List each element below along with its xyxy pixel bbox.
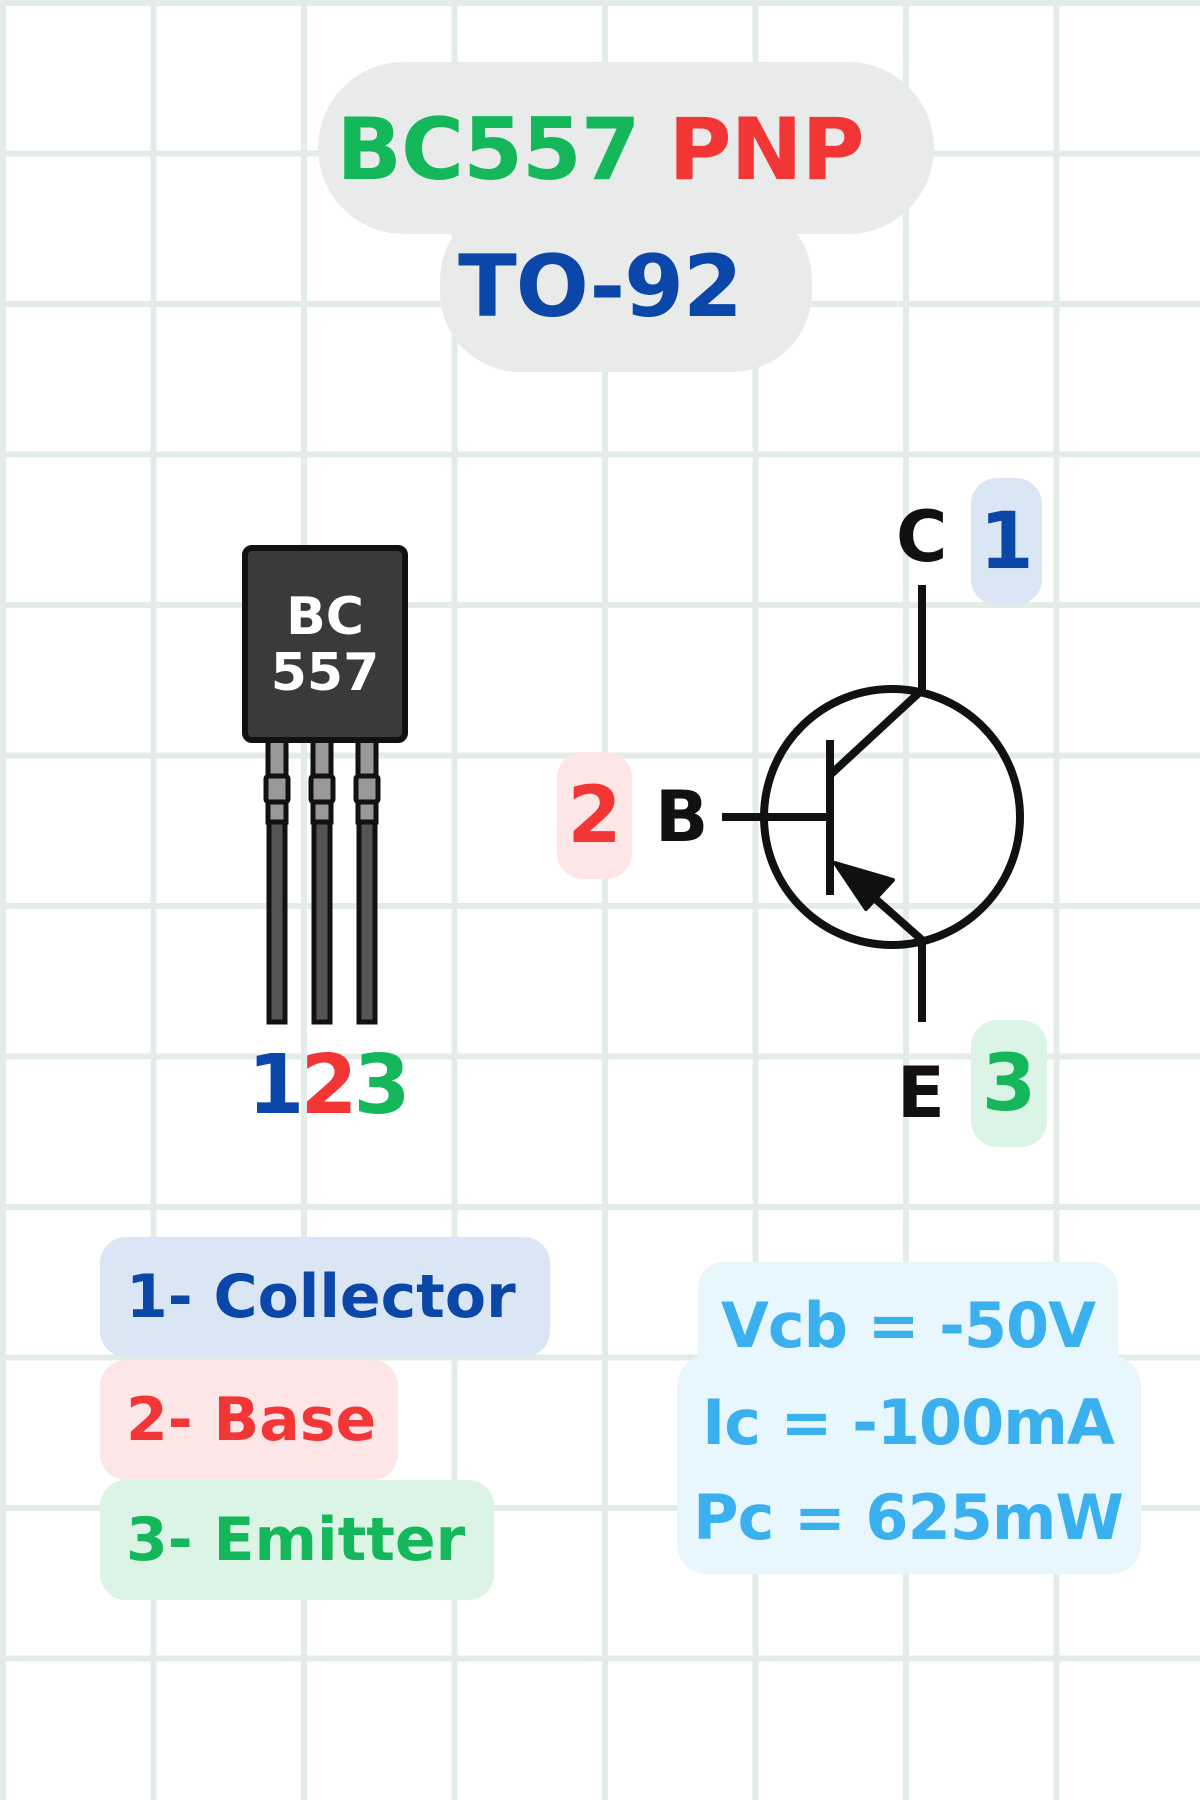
package-marking-line-1: BC bbox=[286, 587, 364, 647]
collector-pin-tag: 1 bbox=[971, 478, 1042, 605]
title-package: TO-92 bbox=[458, 237, 743, 337]
legend-emitter-label: 3- Emitter bbox=[126, 1505, 466, 1575]
title-part-number: BC557 bbox=[336, 100, 640, 200]
base-letter: B bbox=[655, 776, 709, 858]
title-line-1: BC557 PNP bbox=[0, 100, 1200, 200]
collector-letter: C bbox=[896, 496, 948, 578]
pin-number-2: 2 bbox=[300, 1038, 357, 1133]
title-background-bottom bbox=[440, 200, 812, 372]
legend-collector-label: 1- Collector bbox=[126, 1262, 516, 1332]
title-transistor-type: PNP bbox=[668, 100, 865, 200]
pin-number-3: 3 bbox=[353, 1038, 411, 1133]
emitter-pin-number: 3 bbox=[981, 1038, 1037, 1129]
emitter-arrow bbox=[833, 861, 895, 911]
package-leads bbox=[263, 737, 381, 1025]
package-pin-numbers: 123 bbox=[232, 1045, 422, 1127]
package-marking-line-2: 557 bbox=[271, 643, 380, 703]
package-body bbox=[242, 545, 408, 743]
lead-2 bbox=[308, 737, 336, 1025]
symbol-circle bbox=[760, 685, 1024, 949]
emitter-pin-tag: 3 bbox=[971, 1020, 1047, 1147]
title-line-2: TO-92 bbox=[0, 237, 1200, 337]
base-pin-number: 2 bbox=[567, 770, 622, 861]
spec-vcb: Vcb = -50V bbox=[720, 1289, 1096, 1362]
spec-pc: Pc = 625mW bbox=[693, 1481, 1124, 1554]
emitter-diagonal bbox=[859, 884, 925, 943]
emitter-letter: E bbox=[897, 1052, 945, 1134]
spec-ic: Ic = -100mA bbox=[702, 1386, 1115, 1459]
lead-3 bbox=[353, 737, 381, 1025]
collector-pin-number: 1 bbox=[979, 496, 1034, 587]
specs-background-main bbox=[677, 1356, 1141, 1574]
legend-collector: 1- Collector bbox=[100, 1237, 550, 1357]
to92-package: BC 557 bbox=[242, 545, 408, 1025]
collector-diagonal bbox=[827, 687, 925, 778]
pin-number-1: 1 bbox=[247, 1038, 304, 1133]
legend-emitter: 3- Emitter bbox=[100, 1480, 494, 1600]
legend-base-label: 2- Base bbox=[126, 1385, 377, 1455]
lead-1 bbox=[263, 737, 291, 1025]
base-pin-tag: 2 bbox=[557, 752, 632, 879]
legend-base: 2- Base bbox=[100, 1360, 398, 1480]
